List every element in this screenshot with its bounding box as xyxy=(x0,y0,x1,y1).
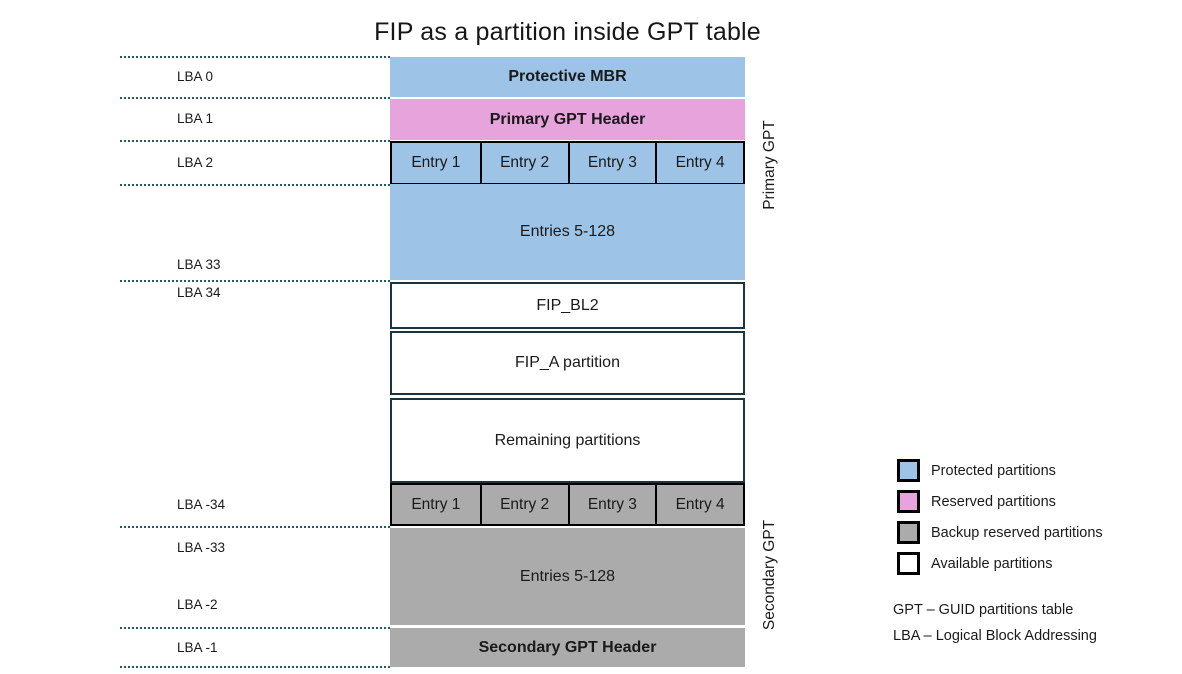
lba-boundary-line xyxy=(120,97,390,99)
legend-label: Available partitions xyxy=(931,555,1053,572)
lba-boundary-line xyxy=(120,280,390,282)
legend-label: Reserved partitions xyxy=(931,493,1056,510)
abbreviation-gpt: GPT – GUID partitions table xyxy=(893,602,1074,618)
lba-label-neg2: LBA -2 xyxy=(177,597,218,612)
lba-label-neg1: LBA -1 xyxy=(177,640,218,655)
lba-label-neg33: LBA -33 xyxy=(177,540,226,555)
lba-boundary-line xyxy=(120,140,390,142)
secondary-gpt-side-label: Secondary GPT xyxy=(761,519,778,631)
abbreviation-lba: LBA – Logical Block Addressing xyxy=(893,628,1097,644)
diagram-title: FIP as a partition inside GPT table xyxy=(374,18,761,46)
primary-gpt-side-label: Primary GPT xyxy=(761,120,778,210)
legend-item-available: Available partitions xyxy=(897,552,1103,575)
legend-label: Protected partitions xyxy=(931,462,1056,479)
secondary-entry-2: Entry 2 xyxy=(479,485,568,524)
block-primary-entries-5-128: Entries 5-128 xyxy=(390,184,745,280)
lba-label-1: LBA 1 xyxy=(177,111,214,126)
block-secondary-entries-5-128: Entries 5-128 xyxy=(390,528,745,625)
lba-label-33: LBA 33 xyxy=(177,257,221,272)
lba-boundary-line xyxy=(120,184,390,186)
lba-boundary-line xyxy=(120,526,390,528)
primary-entry-2: Entry 2 xyxy=(479,143,568,183)
secondary-entry-row: Entry 1 Entry 2 Entry 3 Entry 4 xyxy=(390,483,745,526)
block-fip-a-partition: FIP_A partition xyxy=(390,331,745,395)
lba-label-2: LBA 2 xyxy=(177,155,214,170)
block-primary-gpt-header: Primary GPT Header xyxy=(390,99,745,140)
primary-entry-row: Entry 1 Entry 2 Entry 3 Entry 4 xyxy=(390,141,745,185)
lba-label-34: LBA 34 xyxy=(177,285,221,300)
block-secondary-gpt-header: Secondary GPT Header xyxy=(390,628,745,667)
secondary-entry-3: Entry 3 xyxy=(567,485,656,524)
protected-color-swatch xyxy=(897,459,920,482)
block-protective-mbr: Protective MBR xyxy=(390,57,745,97)
block-fip-bl2: FIP_BL2 xyxy=(390,282,745,329)
legend: Protected partitions Reserved partitions… xyxy=(897,459,1103,583)
reserved-color-swatch xyxy=(897,490,920,513)
block-remaining-partitions: Remaining partitions xyxy=(390,398,745,483)
lba-label-neg34: LBA -34 xyxy=(177,497,226,512)
lba-boundary-line xyxy=(120,666,390,668)
backup-color-swatch xyxy=(897,521,920,544)
secondary-entry-4: Entry 4 xyxy=(655,485,743,524)
primary-entry-4: Entry 4 xyxy=(655,143,743,183)
legend-item-protected: Protected partitions xyxy=(897,459,1103,482)
legend-label: Backup reserved partitions xyxy=(931,524,1103,541)
primary-entry-3: Entry 3 xyxy=(567,143,656,183)
secondary-entry-1: Entry 1 xyxy=(411,495,461,513)
lba-boundary-line xyxy=(120,627,390,629)
available-color-swatch xyxy=(897,552,920,575)
primary-entry-1: Entry 1 xyxy=(411,154,461,171)
lba-label-0: LBA 0 xyxy=(177,69,214,84)
legend-item-reserved: Reserved partitions xyxy=(897,490,1103,513)
lba-boundary-line xyxy=(120,56,390,58)
legend-item-backup: Backup reserved partitions xyxy=(897,521,1103,544)
